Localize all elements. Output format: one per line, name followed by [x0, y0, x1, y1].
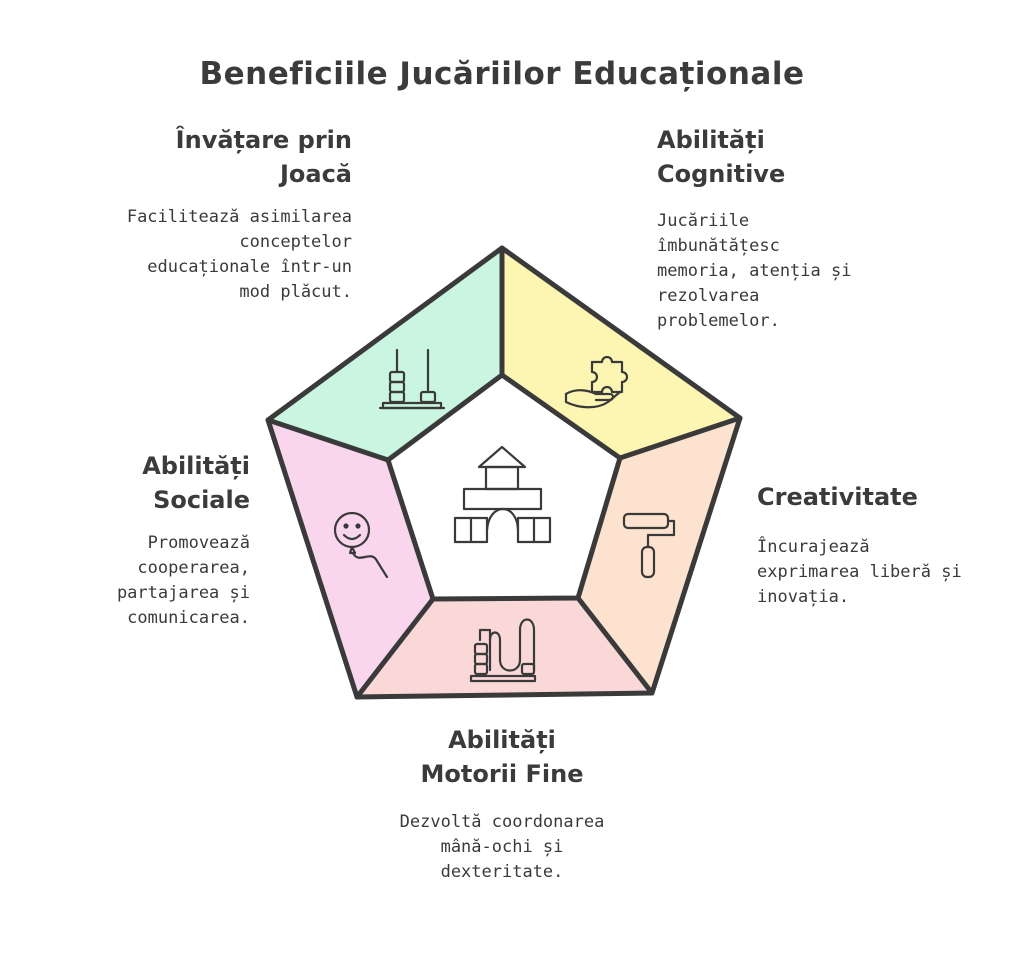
motor-desc-line2: mână-ochi și	[440, 837, 564, 857]
abacus-icon	[378, 348, 446, 410]
divider-bottom-right	[575, 595, 655, 696]
outer-pentagon	[265, 245, 743, 700]
learning-desc-line2: conceptelor	[239, 232, 352, 252]
social-description: Promovează cooperarea, partajarea și com…	[60, 531, 250, 631]
segment-creativity	[578, 418, 740, 693]
cognitive-desc-line1: Jucăriile	[657, 211, 750, 231]
building-blocks-icon	[453, 445, 552, 544]
cognitive-desc-line5: problemelor.	[657, 311, 780, 331]
cognitive-description: Jucăriile îmbunătățesc memoria, atenția …	[657, 209, 907, 334]
social-desc-line1: Promovează	[147, 533, 250, 553]
motor-heading: Abilități Motorii Fine	[380, 723, 624, 791]
learning-heading: Învățare prin Joacă	[100, 123, 352, 191]
cognitive-desc-line3: memoria, atenția și	[657, 261, 852, 281]
cognitive-desc-line4: rezolvarea	[657, 286, 760, 306]
inner-pentagon	[385, 372, 623, 602]
cognitive-heading-line1: Abilități	[657, 126, 765, 154]
divider-left	[265, 417, 391, 463]
social-heading-line2: Sociale	[153, 486, 250, 514]
learning-desc-line4: mod plăcut.	[239, 282, 352, 302]
learning-heading-line2: Joacă	[279, 160, 352, 188]
smiley-balloon-icon	[333, 511, 389, 579]
cognitive-desc-line2: îmbunătățesc	[657, 236, 780, 256]
diagram-title: Beneficiile Jucăriilor Educaționale	[199, 56, 805, 92]
creativity-description: Încurajează exprimarea liberă și inovați…	[757, 535, 997, 610]
cognitive-heading: Abilități Cognitive	[657, 123, 907, 191]
paint-roller-icon	[622, 512, 676, 579]
social-desc-line3: partajarea și	[116, 583, 250, 603]
bead-maze-icon	[469, 618, 537, 683]
social-desc-line4: comunicarea.	[127, 608, 250, 628]
creativity-desc-line3: inovația.	[757, 587, 850, 607]
motor-desc-line3: dexteritate.	[440, 862, 564, 882]
learning-desc-line1: Facilitează asimilarea	[126, 207, 352, 227]
learning-heading-line1: Învățare prin	[175, 126, 352, 154]
motor-description: Dezvoltă coordonarea mână-ochi și dexter…	[370, 810, 634, 885]
motor-heading-line1: Abilități	[448, 726, 556, 754]
divider-right	[617, 415, 743, 461]
creativity-desc-line2: exprimarea liberă și	[757, 562, 962, 582]
social-heading-line1: Abilități	[142, 452, 250, 480]
segment-cognitive	[502, 248, 740, 458]
creativity-heading-line1: Creativitate	[757, 483, 918, 511]
segment-motor	[357, 598, 652, 697]
segment-social	[268, 420, 433, 697]
social-desc-line2: cooperarea,	[137, 558, 250, 578]
creativity-desc-line1: Încurajează	[757, 537, 870, 557]
motor-heading-line2: Motorii Fine	[420, 760, 584, 788]
learning-desc-line3: educaționale într-un	[147, 257, 352, 277]
motor-desc-line1: Dezvoltă coordonarea	[399, 812, 605, 832]
cognitive-heading-line2: Cognitive	[657, 160, 786, 188]
puzzle-hand-icon	[564, 355, 629, 409]
creativity-heading: Creativitate	[757, 480, 997, 514]
learning-description: Facilitează asimilarea conceptelor educa…	[90, 205, 352, 305]
divider-bottom-left	[354, 596, 436, 700]
social-heading: Abilități Sociale	[60, 449, 250, 517]
